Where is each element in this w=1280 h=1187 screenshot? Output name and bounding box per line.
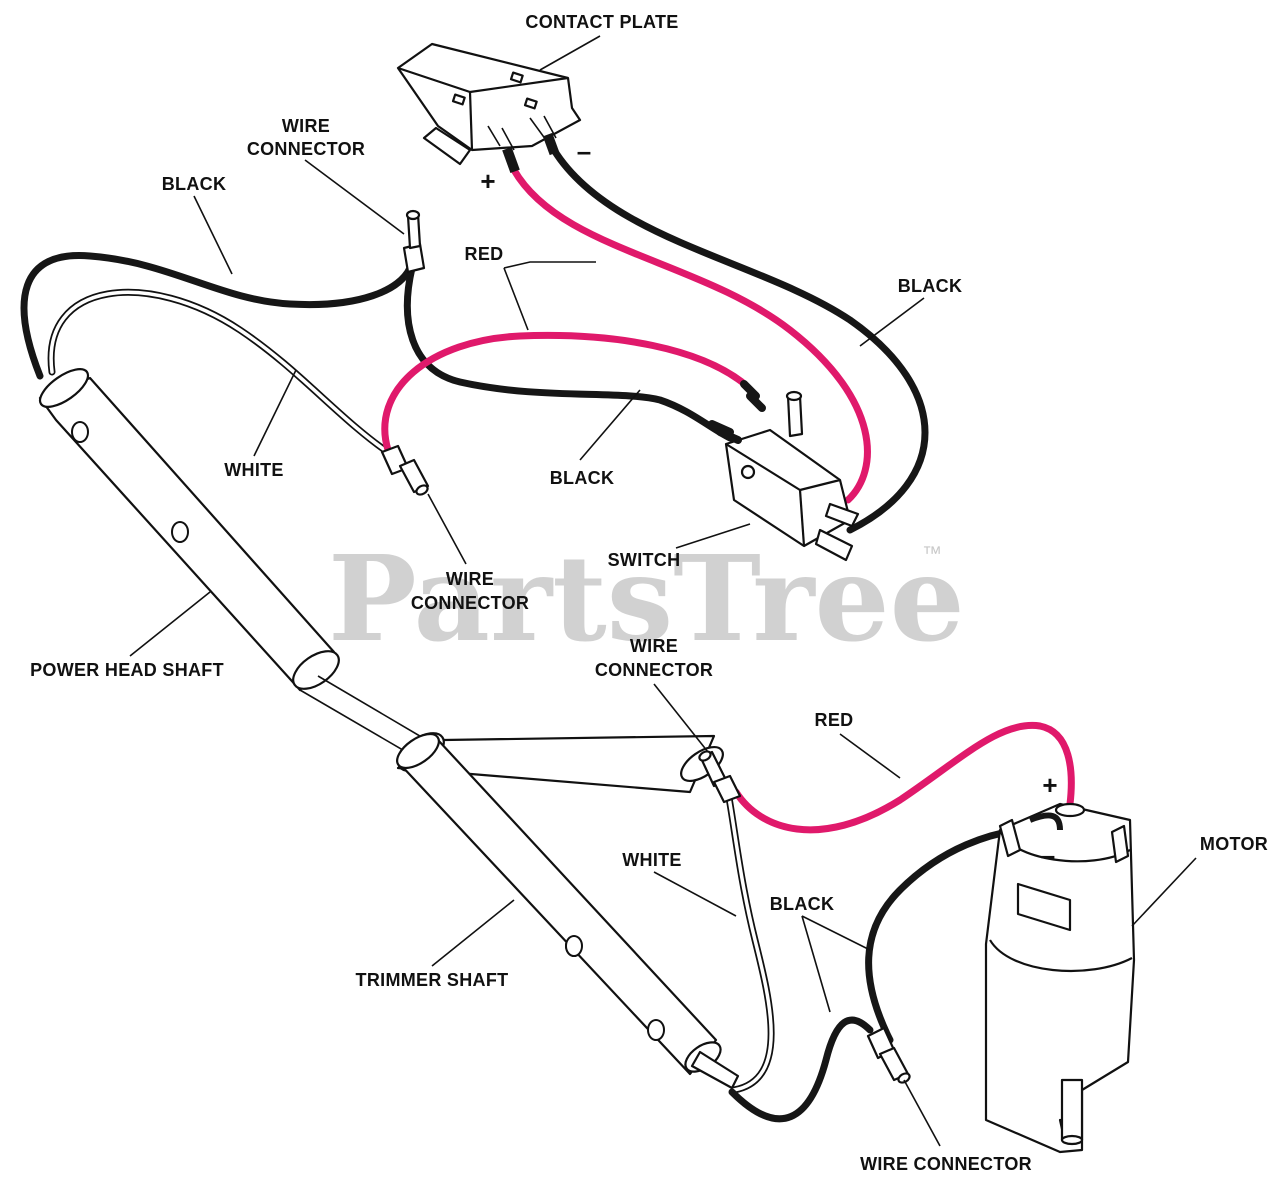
red-wire-plate-to-switch xyxy=(510,166,871,504)
watermark-trademark: ™ xyxy=(922,543,942,565)
red-wire-to-motor xyxy=(732,721,1075,834)
label-wire-connector-bottom: WIRE CONNECTOR xyxy=(860,1154,1032,1174)
label-wire-connector-mid-line2: CONNECTOR xyxy=(411,593,529,613)
leader-lines xyxy=(129,35,1197,1147)
wire-connector-right xyxy=(698,750,742,804)
label-wire-connector-top-line1: WIRE xyxy=(282,116,330,136)
label-wire-connector-right-line2: CONNECTOR xyxy=(595,660,713,680)
label-motor: MOTOR xyxy=(1200,834,1268,854)
black-wire-left xyxy=(20,252,414,380)
red-wire-switch-loop xyxy=(381,332,746,454)
white-wire-upper xyxy=(47,288,396,459)
black-wire-to-switch xyxy=(403,264,734,442)
plate-plus-sign: + xyxy=(480,166,495,196)
motor-minus-sign: – xyxy=(1041,840,1055,870)
label-trimmer-shaft: TRIMMER SHAFT xyxy=(356,970,509,990)
label-contact-plate: CONTACT PLATE xyxy=(525,12,678,32)
watermark: PartsTree ™ xyxy=(328,529,965,668)
switch xyxy=(708,380,860,562)
label-red-bottom: RED xyxy=(815,710,854,730)
label-white-bottom: WHITE xyxy=(622,850,682,870)
watermark-text: PartsTree xyxy=(328,529,965,668)
wire-connector-top xyxy=(402,209,426,274)
label-white-left: WHITE xyxy=(224,460,284,480)
power-head-shaft xyxy=(38,368,431,761)
contact-plate xyxy=(396,42,582,173)
label-wire-connector-top-line2: CONNECTOR xyxy=(247,139,365,159)
label-switch: SWITCH xyxy=(608,550,681,570)
plate-minus-sign: – xyxy=(577,136,591,166)
label-red-top: RED xyxy=(465,244,504,264)
label-black-mid: BLACK xyxy=(550,468,615,488)
white-wire-lower xyxy=(724,788,775,1094)
trimmer-shaft-body xyxy=(396,732,740,1090)
label-black-right: BLACK xyxy=(898,276,963,296)
label-black-bottom: BLACK xyxy=(770,894,835,914)
black-wire-to-motor xyxy=(865,824,1044,1044)
black-wire-plate-to-switch xyxy=(550,146,929,534)
label-wire-connector-right-line1: WIRE xyxy=(630,636,678,656)
motor-plus-sign: + xyxy=(1042,770,1057,800)
wire-connector-bottom xyxy=(866,1026,911,1084)
motor xyxy=(984,802,1136,1154)
labels: CONTACT PLATE WIRE CONNECTOR BLACK RED B… xyxy=(30,12,1268,1174)
label-power-head-shaft: POWER HEAD SHAFT xyxy=(30,660,224,680)
label-wire-connector-mid-line1: WIRE xyxy=(446,569,494,589)
wire-connector-mid xyxy=(380,444,430,496)
black-wire-bottom xyxy=(728,1016,874,1123)
label-black-left: BLACK xyxy=(162,174,227,194)
